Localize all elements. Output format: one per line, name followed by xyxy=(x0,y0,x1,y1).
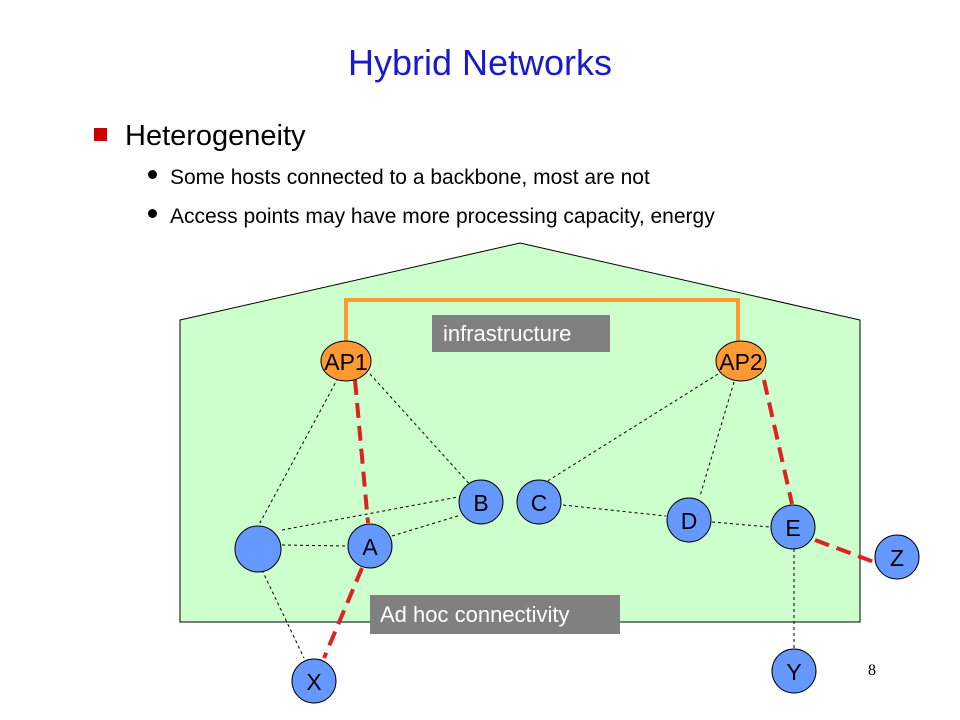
node-label: C xyxy=(531,490,548,516)
node-c: C xyxy=(516,479,562,525)
adhoc-label-text: Ad hoc connectivity xyxy=(380,602,570,627)
link-ap1-unlabeled xyxy=(254,377,339,533)
link-ap2-d xyxy=(699,381,735,497)
node-label: AP1 xyxy=(324,349,367,375)
node-ap1: AP1 xyxy=(320,340,372,382)
subbullet-text: Access points may have more processing c… xyxy=(170,205,715,228)
node-label: A xyxy=(362,534,378,560)
link-a-b xyxy=(391,514,462,537)
adhoc-link-ap2-e xyxy=(762,379,794,505)
wireless-links xyxy=(254,373,795,659)
node-ap2: AP2 xyxy=(715,340,767,382)
subbullet-hosts: Some hosts connected to a backbone, most… xyxy=(148,166,650,190)
node-label: Y xyxy=(786,659,801,685)
node-label: Z xyxy=(890,545,904,571)
backbone-link xyxy=(344,298,740,345)
bullet-heterogeneity: Heterogeneity xyxy=(94,120,306,153)
link-c-d xyxy=(562,504,667,517)
bullet-text: Heterogeneity xyxy=(125,120,306,152)
link-unlabeled-x xyxy=(261,569,305,659)
node-z: Z xyxy=(874,534,920,580)
adhoc-links xyxy=(322,379,875,659)
page-number: 8 xyxy=(868,662,876,679)
adhoc-label: Ad hoc connectivity xyxy=(370,595,620,634)
link-ap2-c xyxy=(545,373,719,483)
node-x: X xyxy=(291,658,337,704)
node-unlabeled xyxy=(234,525,282,573)
link-d-e xyxy=(711,521,771,528)
node-label: X xyxy=(306,669,321,695)
square-bullet-icon xyxy=(94,127,107,141)
dot-bullet-icon xyxy=(148,208,157,218)
dot-bullet-icon xyxy=(148,169,157,179)
adhoc-link-a-x xyxy=(322,567,364,659)
slide-title: Hybrid Networks xyxy=(347,42,613,83)
infrastructure-label: infrastructure xyxy=(432,315,610,352)
link-ap1-b xyxy=(369,373,474,489)
node-b: B xyxy=(458,479,504,525)
node-label: E xyxy=(785,515,800,541)
node-a: A xyxy=(347,523,393,569)
subbullet-text: Some hosts connected to a backbone, most… xyxy=(170,166,650,189)
link-unlabeled-a xyxy=(281,544,349,547)
subbullet-access-points: Access points may have more processing c… xyxy=(148,205,715,229)
node-d: D xyxy=(666,497,712,543)
node-e: E xyxy=(770,504,816,550)
node-label: D xyxy=(681,508,698,534)
adhoc-link-e-z xyxy=(814,538,875,564)
adhoc-link-ap1-a xyxy=(353,379,370,524)
infrastructure-label-text: infrastructure xyxy=(443,321,571,346)
node-label: B xyxy=(473,490,488,516)
node-label: AP2 xyxy=(719,349,762,375)
node-y: Y xyxy=(771,648,817,694)
